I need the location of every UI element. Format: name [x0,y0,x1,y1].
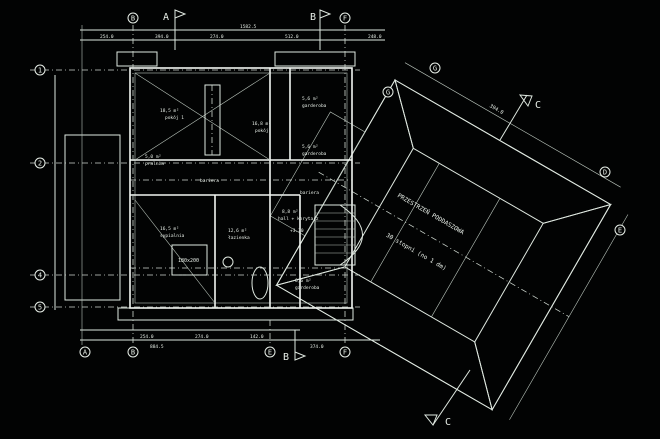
room-name: garderoba [295,285,320,291]
svg-text:A: A [83,349,88,357]
axis-bubble-left: 4 [34,269,46,281]
bathtub [251,266,269,300]
axis-bubble-wing: E [614,224,626,236]
balcony-bottom [117,307,354,321]
room-name: pralnia [145,161,164,167]
svg-text:4: 4 [38,272,42,280]
section-marker: C [499,94,541,141]
axis-bubble-wing: D [599,166,611,178]
axis-bubble-wing: G [382,86,394,98]
svg-text:F: F [343,349,347,357]
svg-text:G: G [433,65,437,73]
axis-bubble-top: B [127,12,139,24]
axis-bubble-left: 1 [34,64,46,76]
section-marker: B [283,330,307,363]
room-name: sypialnia [160,233,185,239]
dim-bottom: 374.0 [310,344,324,350]
roof-wing: 394.0 PRZESTRZEŃ PODDASZOWA 30 stopni (n… [269,62,629,420]
washbasin [222,256,234,268]
room-name: pokój [255,127,269,134]
room-area: 5,0 m² [145,154,161,160]
attic-label: PRZESTRZEŃ PODDASZOWA [396,192,466,236]
roof-left [64,134,121,301]
axis-bubble-wing: G [429,62,441,74]
svg-text:B: B [131,15,135,23]
dim-bottom: 142.0 [250,334,264,340]
svg-text:A: A [163,12,169,23]
svg-text:B: B [131,349,135,357]
svg-text:C: C [535,100,541,111]
dim-top: 394.0 [155,34,169,40]
room-area: 16,5 m² [160,226,179,232]
svg-text:2: 2 [38,160,42,168]
dim-overall-top: 1582.5 [240,24,257,30]
level-label: +3.30 [290,228,304,234]
room-area: 18,5 m² [160,108,179,114]
balcony-top-right [274,51,356,67]
balcony-top-left [116,51,158,67]
corridor-label: bariera [300,190,319,196]
axis-bubble-bottom: F [339,346,351,358]
axis-bubble-left: 5 [34,301,46,313]
svg-text:C: C [445,417,451,428]
axis-bubble-bottom: E [264,346,276,358]
section-marker: C [423,369,471,428]
room-area: 16,8 m² [252,121,271,127]
dim-top: 274.0 [210,34,224,40]
room-area: 8,8 m² [282,209,298,215]
bed-label: 180x200 [178,258,199,264]
svg-text:G: G [386,89,390,97]
corridor-label: bariera [200,178,219,184]
svg-text:1: 1 [38,67,42,75]
svg-text:5: 5 [38,304,42,312]
dim-overall-bottom: 884.5 [150,344,164,350]
section-marker: B [310,9,332,50]
room-name: hall + korytarz [278,216,319,222]
svg-text:F: F [343,15,347,23]
axis-bubble-top: F [339,12,351,24]
room-area: 6,6 m² [295,278,311,284]
dim-bottom: 254.0 [140,334,154,340]
axis-bubble-bottom: A [79,346,91,358]
svg-text:E: E [618,227,622,235]
axis-bubble-left: 2 [34,157,46,169]
slope-label: 30 stopni (no 1 dm) [385,232,448,272]
dim-top: 254.0 [100,34,114,40]
wing-dim: 394.0 [488,103,504,116]
dim-top: 512.0 [285,34,299,40]
room-name: garderoba [302,151,327,157]
room-area: 5,6 m² [302,144,318,150]
svg-text:E: E [268,349,272,357]
dim-top: 248.0 [368,34,382,40]
dim-bottom: 274.0 [195,334,209,340]
section-marker: A [163,9,187,50]
main-house: 180x200 [129,67,363,309]
room-area: 5,6 m² [302,96,318,102]
svg-text:D: D [603,169,607,177]
stairs [314,204,363,266]
dimension-lines: 1582.5 254.0 394.0 274.0 512.0 248.0 254… [54,24,385,350]
room-name: łazienka [228,235,250,241]
room-area: 12,6 m² [228,228,247,234]
svg-text:B: B [283,352,289,363]
room-name: pokój 1 [165,114,184,121]
room-name: garderoba [302,103,327,109]
svg-text:B: B [310,12,316,23]
axis-bubble-bottom: B [127,346,139,358]
